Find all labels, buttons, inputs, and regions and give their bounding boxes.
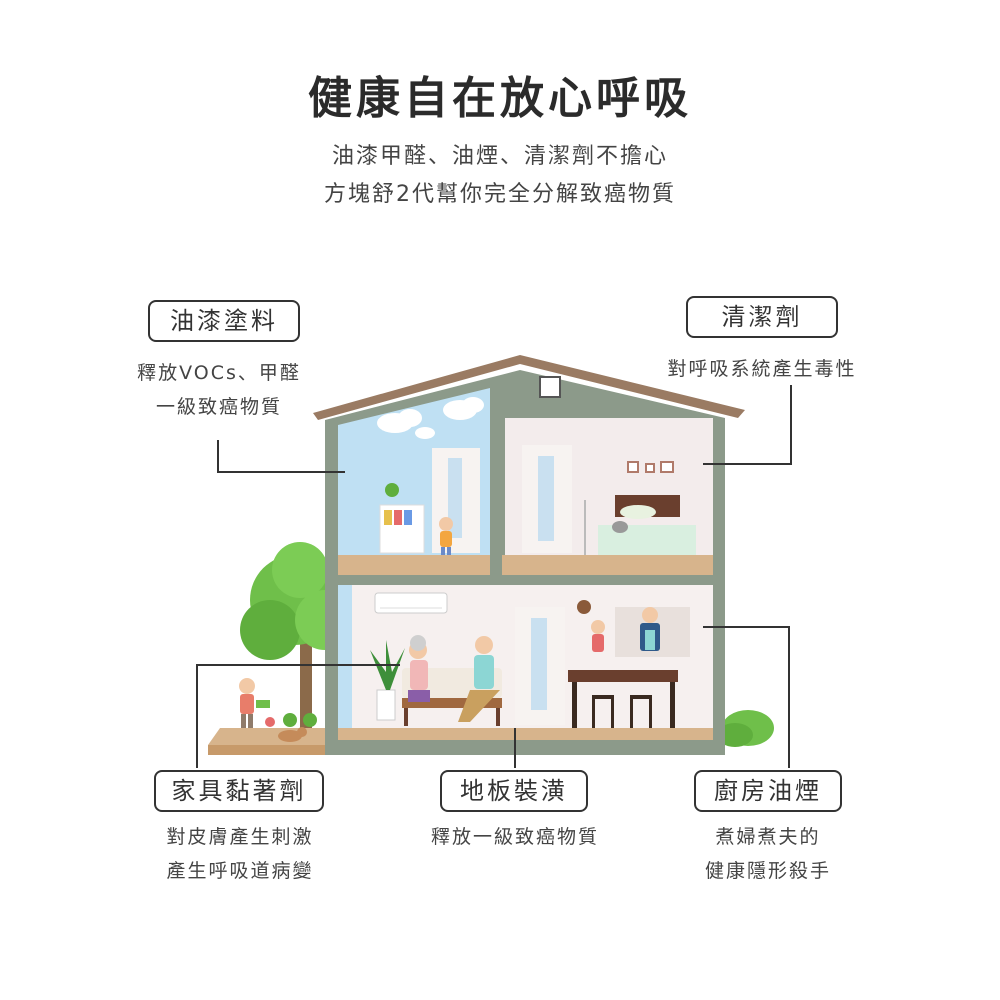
- paint-label: 油漆塗料: [148, 300, 300, 342]
- dog-icon: [278, 727, 307, 742]
- cloud-icon: [377, 397, 484, 439]
- kitchen-smoke-label: 廚房油煙: [694, 770, 842, 812]
- flooring-label: 地板裝潢: [440, 770, 588, 812]
- tree-icon: [240, 542, 355, 740]
- cooking-parent-icon: [640, 607, 660, 651]
- child-reading-icon: [439, 517, 453, 559]
- garden-deck: [208, 745, 330, 755]
- bush-icon: [717, 710, 774, 747]
- cleaner-description: 對呼吸系統產生毒性: [667, 358, 857, 380]
- page-title: 健康自在放心呼吸: [308, 73, 692, 124]
- air-conditioner-icon: [374, 592, 448, 614]
- attic-window-icon: [539, 376, 561, 398]
- child-kitchen-icon: [591, 620, 605, 652]
- dining-table-icon: [568, 670, 678, 730]
- subtitle-line-1: 油漆甲醛、油煙、清潔劑不擔心: [331, 144, 668, 169]
- flooring-description: 釋放一級致癌物質: [430, 826, 599, 848]
- connector-lines: [196, 385, 792, 768]
- ground-floor: [338, 728, 713, 740]
- grandmother-icon: [408, 635, 430, 702]
- cleaner-label: 清潔劑: [686, 296, 838, 338]
- furniture-glue-label: 家具黏著劑: [154, 770, 324, 812]
- child-gardener-icon: [239, 678, 270, 728]
- furniture-glue-description: 對皮膚產生刺激 產生呼吸道病變: [166, 826, 314, 882]
- upper-floor: [338, 555, 713, 575]
- wall-clock-icon: [577, 600, 591, 614]
- subtitle-line-2: 方塊舒2代幫你完全分解致癌物質: [324, 182, 676, 207]
- kitchen-smoke-description: 煮婦煮夫的 健康隱形殺手: [704, 826, 831, 882]
- paint-description: 釋放VOCs、甲醛 一級致癌物質: [137, 362, 301, 418]
- grandfather-icon: [458, 636, 500, 722]
